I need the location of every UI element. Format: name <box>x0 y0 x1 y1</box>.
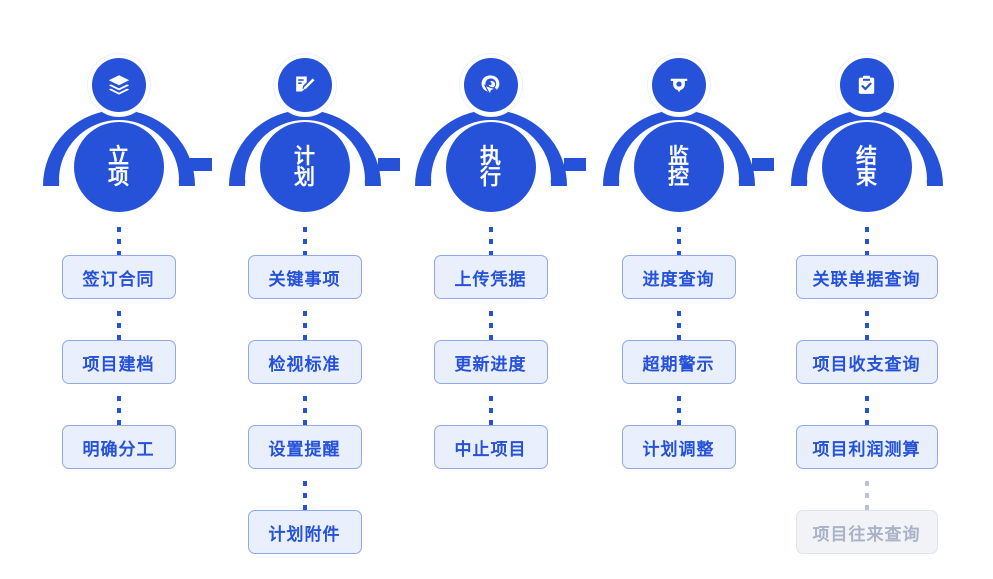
stage-row: 立项 计划 <box>0 0 993 215</box>
stage-connector-2 <box>378 158 400 171</box>
dotted-connector <box>864 396 869 432</box>
stage-connector-1 <box>190 158 212 171</box>
document-edit-icon <box>277 58 332 112</box>
dotted-connector <box>488 311 493 347</box>
task-box[interactable]: 关键事项 <box>247 255 362 299</box>
task-box[interactable]: 签订合同 <box>61 255 176 299</box>
task-item[interactable]: 计划调整 <box>586 425 771 469</box>
stage-circle[interactable]: 监控 <box>633 122 724 212</box>
task-box[interactable]: 计划附件 <box>247 510 362 554</box>
task-box[interactable]: 项目利润测算 <box>795 425 938 469</box>
task-item[interactable]: 项目收支查询 <box>774 340 959 384</box>
stage-circle[interactable]: 立项 <box>73 122 164 212</box>
task-box[interactable]: 更新进度 <box>433 340 548 384</box>
dotted-connector <box>116 311 121 347</box>
dotted-connector <box>676 227 681 263</box>
dotted-connector <box>864 227 869 263</box>
task-item[interactable]: 计划附件 <box>212 510 397 554</box>
task-column-4: 进度查询 超期警示 计划调整 <box>586 215 771 579</box>
dotted-connector <box>864 481 869 517</box>
task-item[interactable]: 超期警示 <box>586 340 771 384</box>
stage-label: 监控 <box>668 144 689 189</box>
task-column-1: 签订合同 项目建档 明确分工 <box>26 215 211 579</box>
stage-3[interactable]: 执行 <box>398 0 583 215</box>
task-item[interactable]: 关联单据查询 <box>774 255 959 299</box>
task-column-3: 上传凭据 更新进度 中止项目 <box>398 215 583 579</box>
dotted-connector <box>302 481 307 517</box>
dotted-connector <box>116 227 121 263</box>
stage-label: 结束 <box>856 144 877 189</box>
task-box[interactable]: 检视标准 <box>247 340 362 384</box>
stage-2[interactable]: 计划 <box>212 0 397 215</box>
task-item[interactable]: 签订合同 <box>26 255 211 299</box>
task-column-5: 关联单据查询 项目收支查询 项目利润测算 项目往来查询 <box>774 215 959 579</box>
task-item[interactable]: 设置提醒 <box>212 425 397 469</box>
dotted-connector <box>302 311 307 347</box>
task-box[interactable]: 计划调整 <box>621 425 736 469</box>
task-item[interactable]: 进度查询 <box>586 255 771 299</box>
dotted-connector <box>302 396 307 432</box>
dotted-connector <box>676 311 681 347</box>
task-box[interactable]: 中止项目 <box>433 425 548 469</box>
target-cursor-icon <box>463 58 518 112</box>
layers-icon <box>91 58 146 112</box>
task-box[interactable]: 进度查询 <box>621 255 736 299</box>
stage-label: 计划 <box>294 144 315 189</box>
task-box[interactable]: 明确分工 <box>61 425 176 469</box>
task-item[interactable]: 中止项目 <box>398 425 583 469</box>
stage-4[interactable]: 监控 <box>586 0 771 215</box>
dotted-connector <box>302 227 307 263</box>
task-item[interactable]: 检视标准 <box>212 340 397 384</box>
stage-circle[interactable]: 执行 <box>445 122 536 212</box>
stage-circle[interactable]: 计划 <box>259 122 350 212</box>
stage-connector-3 <box>564 158 586 171</box>
task-box[interactable]: 关联单据查询 <box>795 255 938 299</box>
task-item[interactable]: 更新进度 <box>398 340 583 384</box>
task-item[interactable]: 项目利润测算 <box>774 425 959 469</box>
task-column-2: 关键事项 检视标准 设置提醒 计划附件 <box>212 215 397 579</box>
task-item[interactable]: 关键事项 <box>212 255 397 299</box>
stage-label: 立项 <box>108 144 129 189</box>
task-box[interactable]: 上传凭据 <box>433 255 548 299</box>
task-box[interactable]: 设置提醒 <box>247 425 362 469</box>
dotted-connector <box>116 396 121 432</box>
stage-5[interactable]: 结束 <box>774 0 959 215</box>
task-item[interactable]: 项目往来查询 <box>774 510 959 554</box>
task-item[interactable]: 上传凭据 <box>398 255 583 299</box>
clipboard-check-icon <box>839 58 894 112</box>
security-camera-icon <box>651 58 706 112</box>
dotted-connector <box>864 311 869 347</box>
task-item[interactable]: 项目建档 <box>26 340 211 384</box>
task-box-disabled[interactable]: 项目往来查询 <box>795 510 938 554</box>
dotted-connector <box>488 227 493 263</box>
stage-label: 执行 <box>480 144 501 189</box>
task-item[interactable]: 明确分工 <box>26 425 211 469</box>
dotted-connector <box>676 396 681 432</box>
stage-1[interactable]: 立项 <box>26 0 211 215</box>
stage-connector-4 <box>752 158 774 171</box>
stage-circle[interactable]: 结束 <box>821 122 912 212</box>
task-columns: 签订合同 项目建档 明确分工 关键事项 检视标准 设置提醒 <box>0 215 993 579</box>
dotted-connector <box>488 396 493 432</box>
task-box[interactable]: 超期警示 <box>621 340 736 384</box>
task-box[interactable]: 项目收支查询 <box>795 340 938 384</box>
task-box[interactable]: 项目建档 <box>61 340 176 384</box>
